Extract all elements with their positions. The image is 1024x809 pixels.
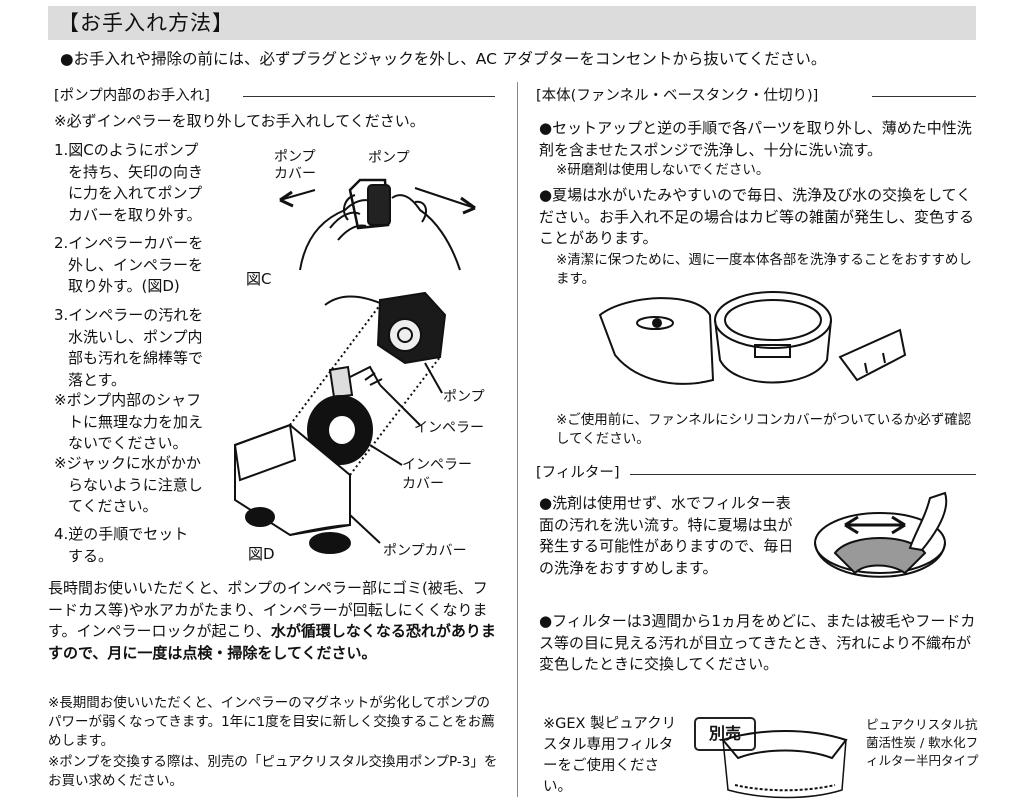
figc-cover-label: ポンプ カバー (274, 149, 316, 182)
sold-separately-badge: 別売 (694, 717, 756, 751)
filter-bullet-1: ●洗剤は使用せず、水でフィルター表面の汚れを洗い流す。特に夏場は虫が発生する可能… (539, 494, 794, 577)
filter-product-illustration (721, 730, 848, 799)
figd-pump-label: ポンプ (443, 389, 485, 405)
figd-impeller-label: インペラー (414, 420, 484, 436)
figure-c-illustration (279, 178, 476, 271)
body-heading-rule (872, 96, 976, 97)
body-bullet-2: ●夏場は水がいたみやすいので毎日、洗浄及び水の交換をしてください。お手入れ不足の… (539, 186, 975, 247)
pump-caution-2: ※ジャックに水がかからないように注意し てください。 (54, 454, 203, 515)
pump-step-2: 2.インペラーカバーを外し、インペラーを 取り外す。(図D) (54, 234, 204, 295)
column-divider (517, 82, 518, 797)
pump-note-replacement: ※ポンプを交換する際は、別売の「ピュアクリスタル交換用ポンプP-3」をお買い求め… (48, 754, 498, 789)
pump-step-1: 1.図Cのようにポンプを持ち、矢印の向き に力を入れてポンプカバーを取り外す。 (54, 141, 204, 224)
body-parts-illustration (598, 291, 907, 385)
pump-step-4: 4.逆の手順でセットする。 (54, 525, 189, 565)
filter-heading-rule (630, 474, 976, 475)
body-silicone-note: ※ご使用前に、ファンネルにシリコンカバーがついているか必ず確認してください。 (556, 412, 972, 447)
pump-step-3: 3.インペラーの汚れを水洗いし、ポンプ内 部も汚れを綿棒等で落とす。 (54, 306, 204, 389)
filter-product-label: ピュアクリスタル抗菌活性炭 / 軟水化フィルター半円タイプ (866, 717, 979, 768)
figd-pump-cover-label: ポンプカバー (383, 543, 467, 559)
filter-gex-note: ※GEX 製ピュアクリスタル専用フィルターをご使用ください。 (543, 716, 677, 795)
pump-caution-1: ※ポンプ内部のシャフトに無理な力を加え ないでください。 (54, 391, 204, 452)
pump-paragraph: 長時間お使いいただくと、ポンプのインペラー部にゴミ(被毛、フードカス等)や水アカ… (48, 579, 496, 662)
title-band (48, 6, 976, 40)
figd-label: 図D (248, 545, 275, 563)
figure-d-illustration (233, 291, 447, 554)
pump-heading-rule (243, 96, 495, 97)
figd-impeller-cover-label: インペラー カバー (402, 457, 472, 492)
body-heading: [本体(ファンネル・ベースタンク・仕切り)] (536, 88, 819, 104)
page-title: 【お手入れ方法】 (58, 11, 234, 35)
filter-washing-illustration (814, 491, 948, 578)
filter-bullet-2: ●フィルターは3週間から1ヵ月をめどに、または被毛やフードカス等の目に見える汚れ… (539, 612, 976, 673)
intro-text: ●お手入れや掃除の前には、必ずプラグとジャックを外し、AC アダプターをコンセン… (60, 50, 827, 68)
filter-heading: [フィルター] (536, 465, 620, 481)
body-bullet-1-note: ※研磨剤は使用しないでください。 (556, 162, 770, 178)
figc-label: 図C (246, 270, 272, 288)
pump-note: ※必ずインペラーを取り外してお手入れしてください。 (54, 112, 425, 130)
body-bullet-1: ●セットアップと逆の手順で各パーツを取り外し、薄めた中性洗剤を含ませたスポンジで… (539, 119, 972, 159)
pump-note-magnet: ※長期間お使いいただくと、インペラーのマグネットが劣化してポンプのパワーが弱くな… (48, 695, 495, 749)
pump-heading: [ポンプ内部のお手入れ] (54, 88, 210, 104)
figc-pump-label: ポンプ (368, 150, 410, 166)
body-bullet-2-note: ※清潔に保つために、週に一度本体各部を洗浄することをおすすめします。 (556, 252, 972, 287)
